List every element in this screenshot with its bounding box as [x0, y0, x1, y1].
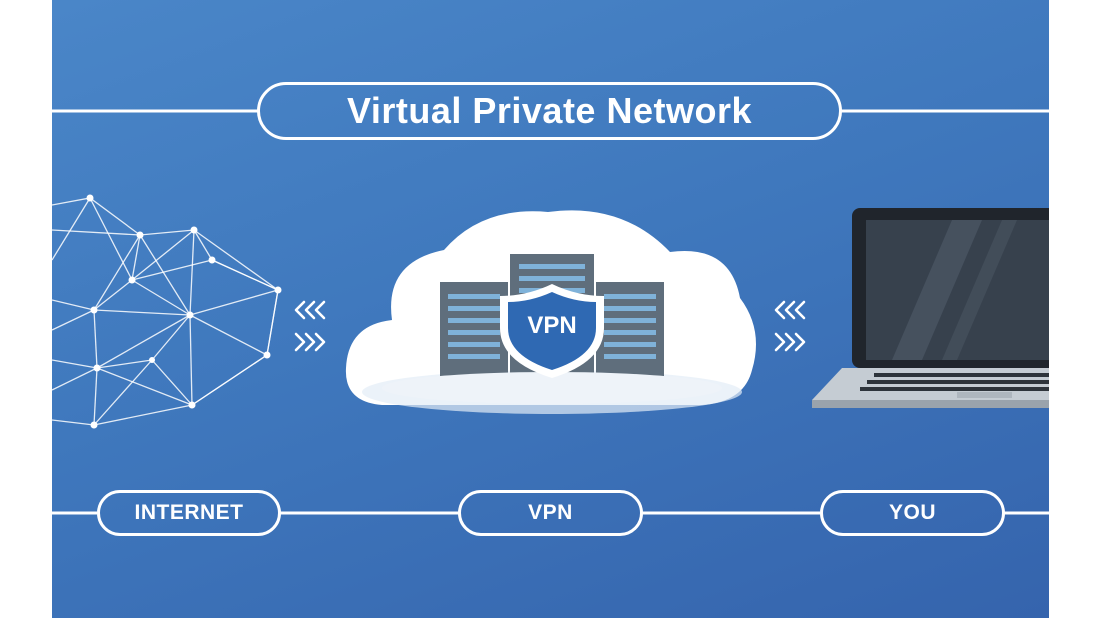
chevrons-right-icon	[294, 332, 326, 352]
internet-label: INTERNET	[97, 490, 281, 536]
shield-icon	[500, 284, 604, 378]
diagram-artwork	[52, 109, 1049, 515]
chevrons-right-icon	[774, 332, 806, 352]
vpn-diagram-panel: Virtual Private Network VPN INTERNET VPN…	[52, 0, 1049, 618]
page-title: Virtual Private Network	[257, 82, 842, 140]
laptop-icon	[812, 208, 1049, 408]
chevrons-left-icon	[294, 300, 326, 320]
shield-label: VPN	[527, 312, 577, 339]
chevrons-left-icon	[774, 300, 806, 320]
network-mesh-icon	[52, 197, 279, 426]
network-node-dots	[86, 194, 282, 429]
vpn-label: VPN	[458, 490, 643, 536]
you-label: YOU	[820, 490, 1005, 536]
